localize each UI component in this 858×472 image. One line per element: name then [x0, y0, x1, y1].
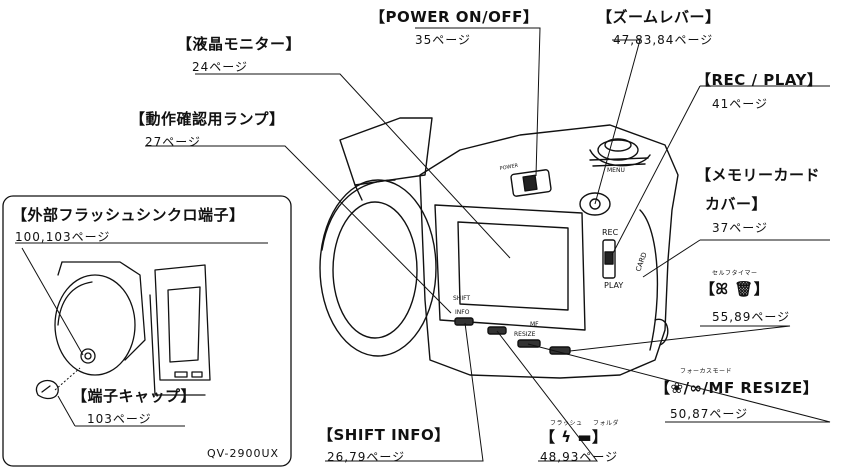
model-number: QV-2900UX — [207, 447, 280, 460]
cam-label-mf: MF — [530, 321, 539, 328]
flash-folder-button — [487, 326, 507, 335]
memcard-title-2: カバー】 — [705, 195, 768, 213]
cam-label-info: INFO — [455, 309, 470, 316]
flash-terminal-title: 【外部フラッシュシンクロ端子】 — [12, 206, 245, 224]
flash-folder-title: 【 ϟ ▬】 — [540, 428, 608, 446]
focus-title: 【❀/∞/MF RESIZE】 — [655, 379, 819, 397]
power-page: 35ページ — [415, 33, 472, 47]
cam-label-resize: RESIZE — [514, 331, 536, 338]
zoom-lever — [579, 192, 611, 216]
cam-label-power: POWER — [499, 163, 519, 172]
terminal-cap-title: 【端子キャップ】 — [72, 387, 197, 405]
lens-barrel — [319, 179, 437, 357]
cam-label-shift: SHIFT — [453, 295, 470, 302]
power-switch — [510, 169, 552, 197]
cam-label-menu: MENU — [607, 167, 625, 174]
lcd-frame — [434, 204, 586, 331]
flash-ruby: フラッシュ — [550, 420, 583, 427]
selftimer-page: 55,89ページ — [712, 310, 791, 324]
shift-info-button — [454, 317, 474, 326]
camera-top-block — [339, 117, 433, 186]
lcd-screen — [457, 221, 569, 311]
shift-page: 26,79ページ — [327, 450, 406, 464]
folder-ruby: フォルダ — [593, 420, 620, 427]
terminal-cap-page: 103ページ — [87, 412, 152, 426]
inset-lens — [54, 274, 136, 376]
terminal-cap — [35, 379, 59, 400]
cam-label-play: PLAY — [604, 281, 623, 290]
memcard-title-1: 【メモリーカード — [696, 166, 821, 184]
zoom-title: 【ズームレバー】 — [597, 8, 721, 26]
inset-frame — [2, 195, 292, 467]
sync-terminal — [80, 348, 96, 364]
recplay-title: 【REC / PLAY】 — [696, 71, 823, 89]
flash-terminal-page: 100,103ページ — [15, 230, 111, 244]
lamp-page: 27ページ — [145, 135, 202, 149]
zoom-page: 47,83,84ページ — [613, 33, 714, 47]
camera-body — [419, 124, 679, 379]
selftimer-ruby: セルフタイマー — [712, 270, 758, 277]
power-title: 【POWER ON/OFF】 — [370, 8, 539, 26]
recplay-page: 41ページ — [712, 97, 769, 111]
monitor-page: 24ページ — [192, 60, 249, 74]
cam-label-card: CARD — [634, 251, 648, 272]
focus-ruby: フォーカスモード — [680, 368, 733, 375]
monitor-title: 【液晶モニター】 — [177, 35, 302, 53]
shift-title: 【SHIFT INFO】 — [318, 426, 450, 444]
shutter-button — [597, 139, 639, 161]
rec-play-switch — [602, 239, 616, 279]
flash-folder-page: 48,93ページ — [540, 450, 619, 464]
focus-page: 50,87ページ — [670, 407, 749, 421]
selftimer-title: 【ꕤ 🗑】 — [700, 280, 770, 298]
lamp-title: 【動作確認用ランプ】 — [130, 110, 285, 128]
cam-label-rec: REC — [602, 228, 619, 237]
memcard-page: 37ページ — [712, 221, 769, 235]
